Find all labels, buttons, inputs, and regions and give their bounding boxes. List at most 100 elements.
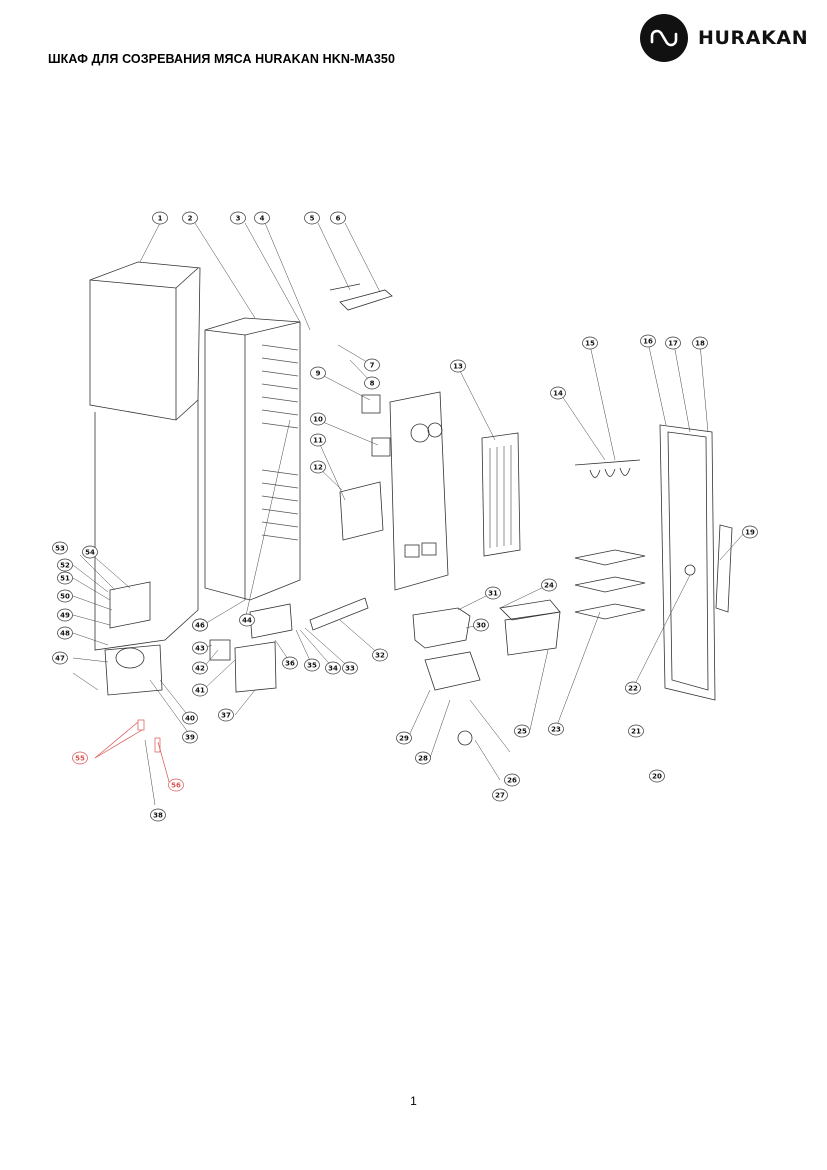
callout-bubble-19 xyxy=(742,525,758,539)
page-title: ШКАФ ДЛЯ СОЗРЕВАНИЯ МЯСА HURAKAN HKN-MA3… xyxy=(48,52,396,66)
callout-bubble-30 xyxy=(473,618,489,632)
callout-label-48: 48 xyxy=(60,630,70,638)
callout-label-26: 26 xyxy=(507,777,517,785)
callout-bubble-40 xyxy=(182,711,198,725)
callout-label-8: 8 xyxy=(370,380,375,388)
callout-bubble-17 xyxy=(665,336,681,350)
callout-label-53: 53 xyxy=(55,545,65,553)
callout-label-37: 37 xyxy=(221,712,231,720)
callout-label-38: 38 xyxy=(153,812,163,820)
callout-bubble-24 xyxy=(541,578,557,592)
callout-label-42: 42 xyxy=(195,665,205,673)
callout-label-10: 10 xyxy=(313,416,323,424)
brand-name: HURAKAN xyxy=(698,27,809,49)
callout-bubble-10 xyxy=(310,412,326,426)
callout-label-11: 11 xyxy=(313,437,323,445)
callout-bubble-52 xyxy=(57,558,73,572)
callout-bubble-38 xyxy=(150,808,166,822)
callout-bubble-7 xyxy=(364,358,380,372)
callout-bubble-26 xyxy=(504,773,520,787)
callout-label-19: 19 xyxy=(745,529,755,537)
callout-bubble-33 xyxy=(342,661,358,675)
callout-label-3: 3 xyxy=(236,215,241,223)
callout-bubble-49 xyxy=(57,608,73,622)
callout-bubble-35 xyxy=(304,658,320,672)
callout-bubble-50 xyxy=(57,589,73,603)
callout-bubble-29 xyxy=(396,731,412,745)
callout-label-13: 13 xyxy=(453,363,463,371)
callout-bubble-46 xyxy=(192,618,208,632)
callout-bubble-48 xyxy=(57,626,73,640)
callout-bubble-54 xyxy=(82,545,98,559)
callout-label-54: 54 xyxy=(85,549,95,557)
callout-bubble-20 xyxy=(649,769,665,783)
callout-label-28: 28 xyxy=(418,755,428,763)
callout-bubble-6 xyxy=(330,211,346,225)
callout-label-52: 52 xyxy=(60,562,70,570)
callout-label-56: 56 xyxy=(171,782,181,790)
callout-label-50: 50 xyxy=(60,593,70,601)
callout-bubble-9 xyxy=(310,366,326,380)
callout-bubble-51 xyxy=(57,571,73,585)
callout-label-44: 44 xyxy=(242,617,252,625)
callout-bubble-2 xyxy=(182,211,198,225)
callout-label-49: 49 xyxy=(60,612,70,620)
callout-label-15: 15 xyxy=(585,340,595,348)
callout-label-46: 46 xyxy=(195,622,205,630)
callout-bubble-55 xyxy=(72,751,88,765)
callout-bubble-31 xyxy=(485,586,501,600)
callout-label-51: 51 xyxy=(60,575,70,583)
callout-label-17: 17 xyxy=(668,340,678,348)
callout-label-9: 9 xyxy=(316,370,321,378)
callout-label-33: 33 xyxy=(345,665,355,673)
callout-bubble-21 xyxy=(628,724,644,738)
callout-label-21: 21 xyxy=(631,728,641,736)
callout-label-16: 16 xyxy=(643,338,653,346)
callout-bubble-16 xyxy=(640,334,656,348)
callout-label-40: 40 xyxy=(185,715,195,723)
callout-bubble-34 xyxy=(325,661,341,675)
callout-bubble-18 xyxy=(692,336,708,350)
callout-bubble-13 xyxy=(450,359,466,373)
callout-bubble-43 xyxy=(192,641,208,655)
callout-bubble-28 xyxy=(415,751,431,765)
callout-bubble-25 xyxy=(514,724,530,738)
callout-label-20: 20 xyxy=(652,773,662,781)
callout-bubble-42 xyxy=(192,661,208,675)
callout-bubble-3 xyxy=(230,211,246,225)
callout-label-31: 31 xyxy=(488,590,498,598)
callout-bubble-36 xyxy=(282,656,298,670)
page-number: 1 xyxy=(410,1094,417,1108)
callout-bubble-14 xyxy=(550,386,566,400)
callout-label-2: 2 xyxy=(188,215,193,223)
callout-bubble-8 xyxy=(364,376,380,390)
callout-bubble-32 xyxy=(372,648,388,662)
callout-label-18: 18 xyxy=(695,340,705,348)
callout-bubble-11 xyxy=(310,433,326,447)
callout-label-47: 47 xyxy=(55,655,65,663)
callout-label-4: 4 xyxy=(260,215,265,223)
callout-label-25: 25 xyxy=(517,728,527,736)
callout-label-1: 1 xyxy=(158,215,163,223)
callout-bubble-41 xyxy=(192,683,208,697)
callout-bubble-15 xyxy=(582,336,598,350)
callout-label-39: 39 xyxy=(185,734,195,742)
callout-label-32: 32 xyxy=(375,652,385,660)
callout-label-29: 29 xyxy=(399,735,409,743)
callout-bubble-4 xyxy=(254,211,270,225)
callout-bubble-5 xyxy=(304,211,320,225)
callout-bubble-47 xyxy=(52,651,68,665)
callout-bubble-22 xyxy=(625,681,641,695)
callout-bubble-27 xyxy=(492,788,508,802)
callout-label-55: 55 xyxy=(75,755,85,763)
callout-label-24: 24 xyxy=(544,582,554,590)
callout-label-7: 7 xyxy=(370,362,375,370)
callout-label-23: 23 xyxy=(551,726,561,734)
callout-bubble-1 xyxy=(152,211,168,225)
callout-label-27: 27 xyxy=(495,792,505,800)
callout-label-5: 5 xyxy=(310,215,315,223)
callout-label-43: 43 xyxy=(195,645,205,653)
callout-bubble-39 xyxy=(182,730,198,744)
hurakan-logo-icon xyxy=(640,14,688,62)
